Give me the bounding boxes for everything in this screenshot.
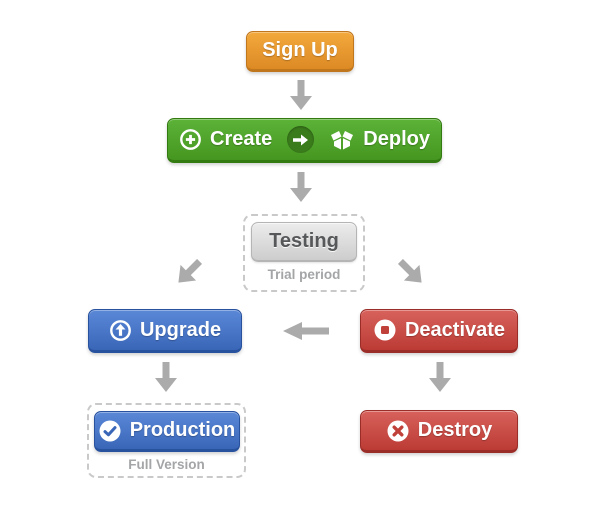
signup-label: Sign Up [262,39,338,61]
stop-circle-icon [373,318,397,342]
destroy-button[interactable]: Destroy [360,410,518,453]
testing-label: Testing [269,230,339,252]
deactivate-label: Deactivate [404,318,506,341]
destroy-label: Destroy [417,419,493,441]
production-sublabel: Full Version [128,457,205,472]
arrow-right-circle-icon [287,126,315,153]
create-label: Create [210,128,273,150]
x-circle-icon [386,419,410,443]
upgrade-label: Upgrade [139,318,222,341]
deactivate-button[interactable]: Deactivate [360,309,518,353]
arrow-up-circle-icon [109,319,132,342]
arrow-deactivate-to-destroy-icon [428,362,452,397]
arrow-testing-to-deactivate-icon [397,257,423,292]
production-button[interactable]: Production [93,411,240,452]
testing-button[interactable]: Testing [251,222,357,262]
testing-group: Testing Trial period [243,214,365,292]
arrow-testing-to-upgrade-icon [177,257,203,292]
arrow-signup-to-create-icon [289,80,313,115]
create-deploy-button[interactable]: Create Deploy [167,118,442,163]
check-circle-icon [98,419,122,443]
arrow-upgrade-to-production-icon [154,362,178,397]
production-label: Production [129,419,236,441]
arrow-create-to-testing-icon [289,172,313,207]
arrow-deactivate-to-upgrade-icon [283,322,329,345]
deploy-label: Deploy [363,128,430,150]
signup-button[interactable]: Sign Up [246,31,354,72]
plus-circle-icon [179,128,202,151]
production-group: Production Full Version [87,403,246,478]
upgrade-button[interactable]: Upgrade [88,309,242,353]
package-icon [329,127,355,153]
testing-sublabel: Trial period [267,267,341,282]
